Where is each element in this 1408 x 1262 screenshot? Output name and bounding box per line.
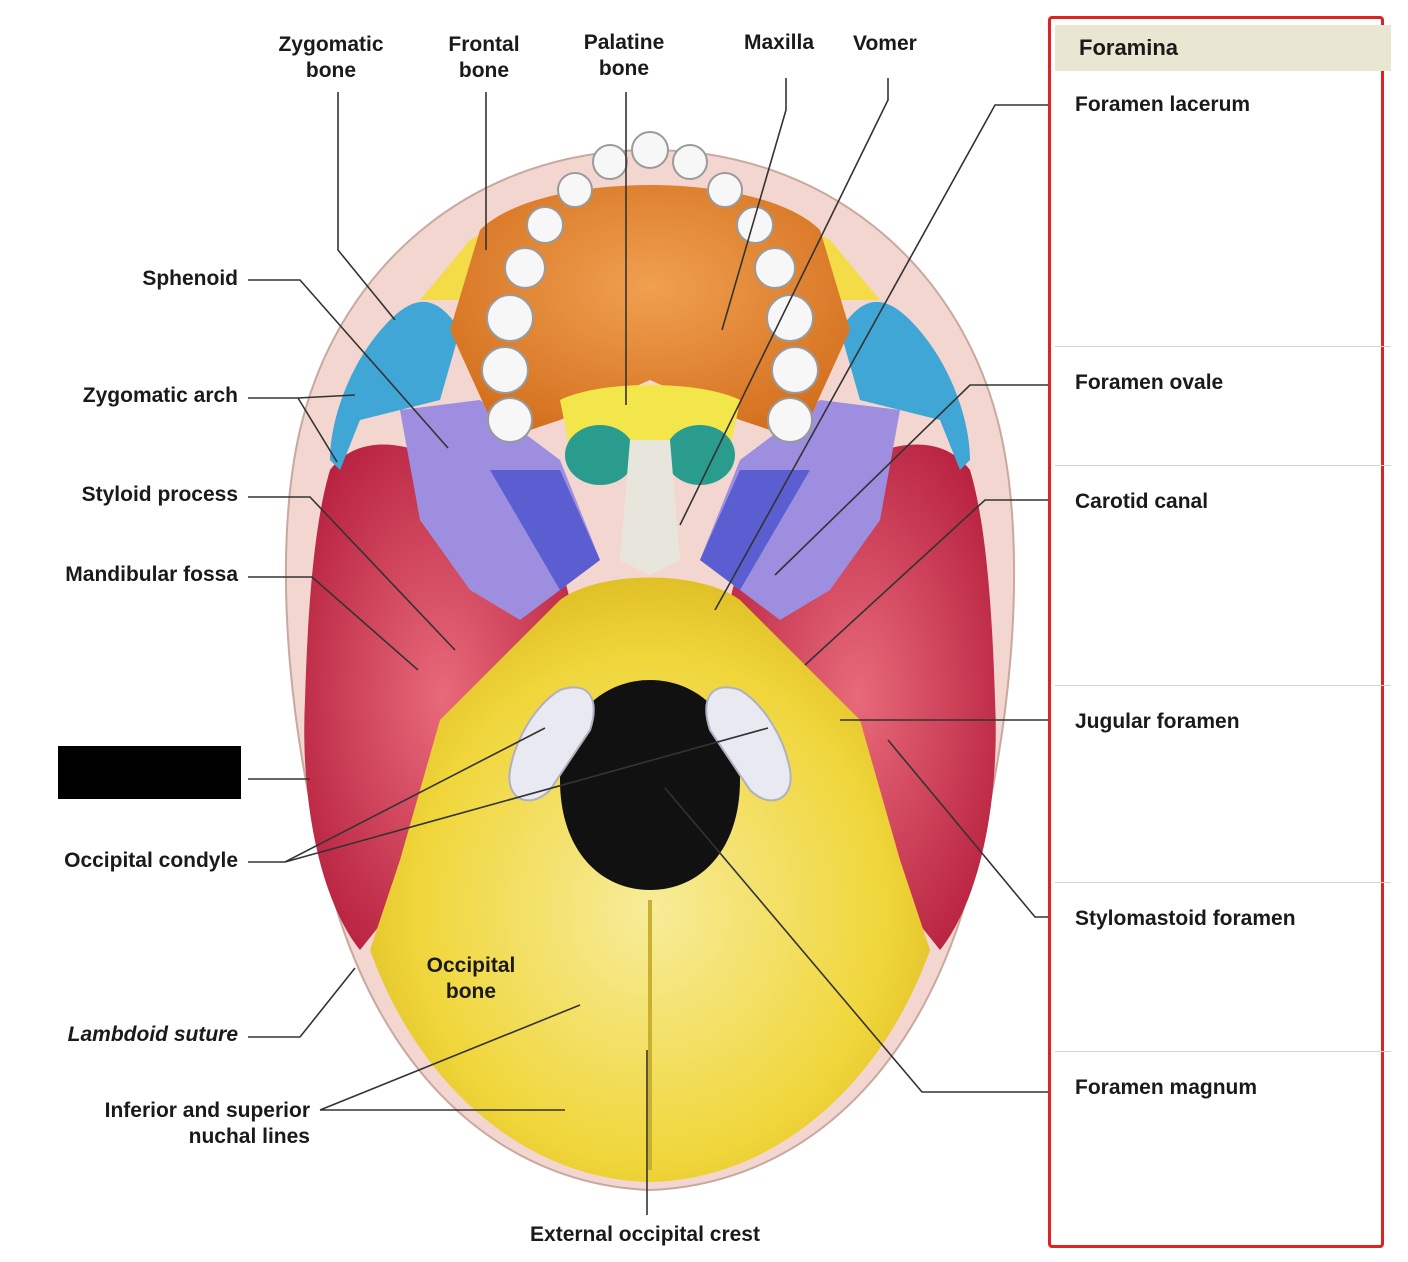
foramina-panel: Foramina Foramen lacerum Foramen ovale C… xyxy=(1048,16,1391,1248)
label-palatine-bone-line1: Palatine xyxy=(583,31,665,54)
foramina-row-carotid: Carotid canal xyxy=(1055,465,1391,686)
label-occipital-bone: Occipital bone xyxy=(400,953,542,1005)
pterygoid-right xyxy=(700,470,810,590)
label-occipital-bone-line2: bone xyxy=(445,980,497,1003)
label-zygomatic-bone-line1: Zygomatic xyxy=(278,33,384,56)
foramina-row-jugular: Jugular foramen xyxy=(1055,685,1391,883)
label-external-occipital-crest: External occipital crest xyxy=(530,1223,760,1246)
label-zygomatic-bone-line2: bone xyxy=(305,59,357,82)
label-lambdoid-suture: Lambdoid suture xyxy=(67,1023,238,1046)
label-occipital-condyle: Occipital condyle xyxy=(64,849,238,872)
label-vomer: Vomer xyxy=(853,32,917,55)
choana-right xyxy=(665,425,735,485)
foramina-item-carotid: Carotid canal xyxy=(1075,490,1209,513)
foramina-item-stylomastoid: Stylomastoid foramen xyxy=(1075,907,1296,930)
label-frontal-bone: Frontal bone xyxy=(424,32,544,84)
foramina-row-magnum: Foramen magnum xyxy=(1055,1051,1391,1242)
foramina-panel-title: Foramina xyxy=(1079,35,1179,60)
foramina-item-jugular: Jugular foramen xyxy=(1075,710,1240,733)
label-occipital-bone-line1: Occipital xyxy=(426,954,516,977)
foramina-item-ovale: Foramen ovale xyxy=(1075,371,1224,394)
label-maxilla: Maxilla xyxy=(744,31,815,54)
maxilla-palate xyxy=(450,185,850,440)
foramina-row-stylomastoid: Stylomastoid foramen xyxy=(1055,882,1391,1052)
label-frontal-bone-line1: Frontal xyxy=(448,33,520,56)
foramina-item-lacerum: Foramen lacerum xyxy=(1075,93,1251,116)
zygomatic-right xyxy=(840,301,970,470)
label-mandibular-fossa: Mandibular fossa xyxy=(65,563,238,586)
redacted-label-box xyxy=(58,746,241,799)
occipital-condyle-right xyxy=(705,686,792,802)
label-nuchal-lines: Inferior and superior nuchal lines xyxy=(40,1098,310,1150)
zygomatic-left xyxy=(330,301,460,470)
label-nuchal-lines-line1: Inferior and superior xyxy=(104,1099,310,1122)
leader-lines xyxy=(248,78,1048,1215)
label-frontal-bone-line2: bone xyxy=(458,59,510,82)
choana-left xyxy=(565,425,635,485)
foramina-row-ovale: Foramen ovale xyxy=(1055,346,1391,466)
foramen-magnum-shape xyxy=(560,680,740,890)
pterygoid-left xyxy=(490,470,600,590)
vomer-region xyxy=(620,440,680,575)
foramina-panel-header: Foramina xyxy=(1055,25,1391,71)
label-nuchal-lines-line2: nuchal lines xyxy=(188,1125,310,1148)
foramina-item-magnum: Foramen magnum xyxy=(1075,1076,1258,1099)
teeth-arc xyxy=(481,131,819,443)
label-styloid-process: Styloid process xyxy=(81,483,238,506)
label-palatine-bone-line2: bone xyxy=(598,57,650,80)
label-palatine-bone: Palatine bone xyxy=(564,30,684,82)
label-zygomatic-bone: Zygomatic bone xyxy=(256,32,406,84)
foramina-row-lacerum: Foramen lacerum xyxy=(1055,71,1391,346)
occipital-condyle-left xyxy=(508,686,595,802)
label-sphenoid: Sphenoid xyxy=(142,267,238,290)
label-zygomatic-arch: Zygomatic arch xyxy=(82,384,238,407)
